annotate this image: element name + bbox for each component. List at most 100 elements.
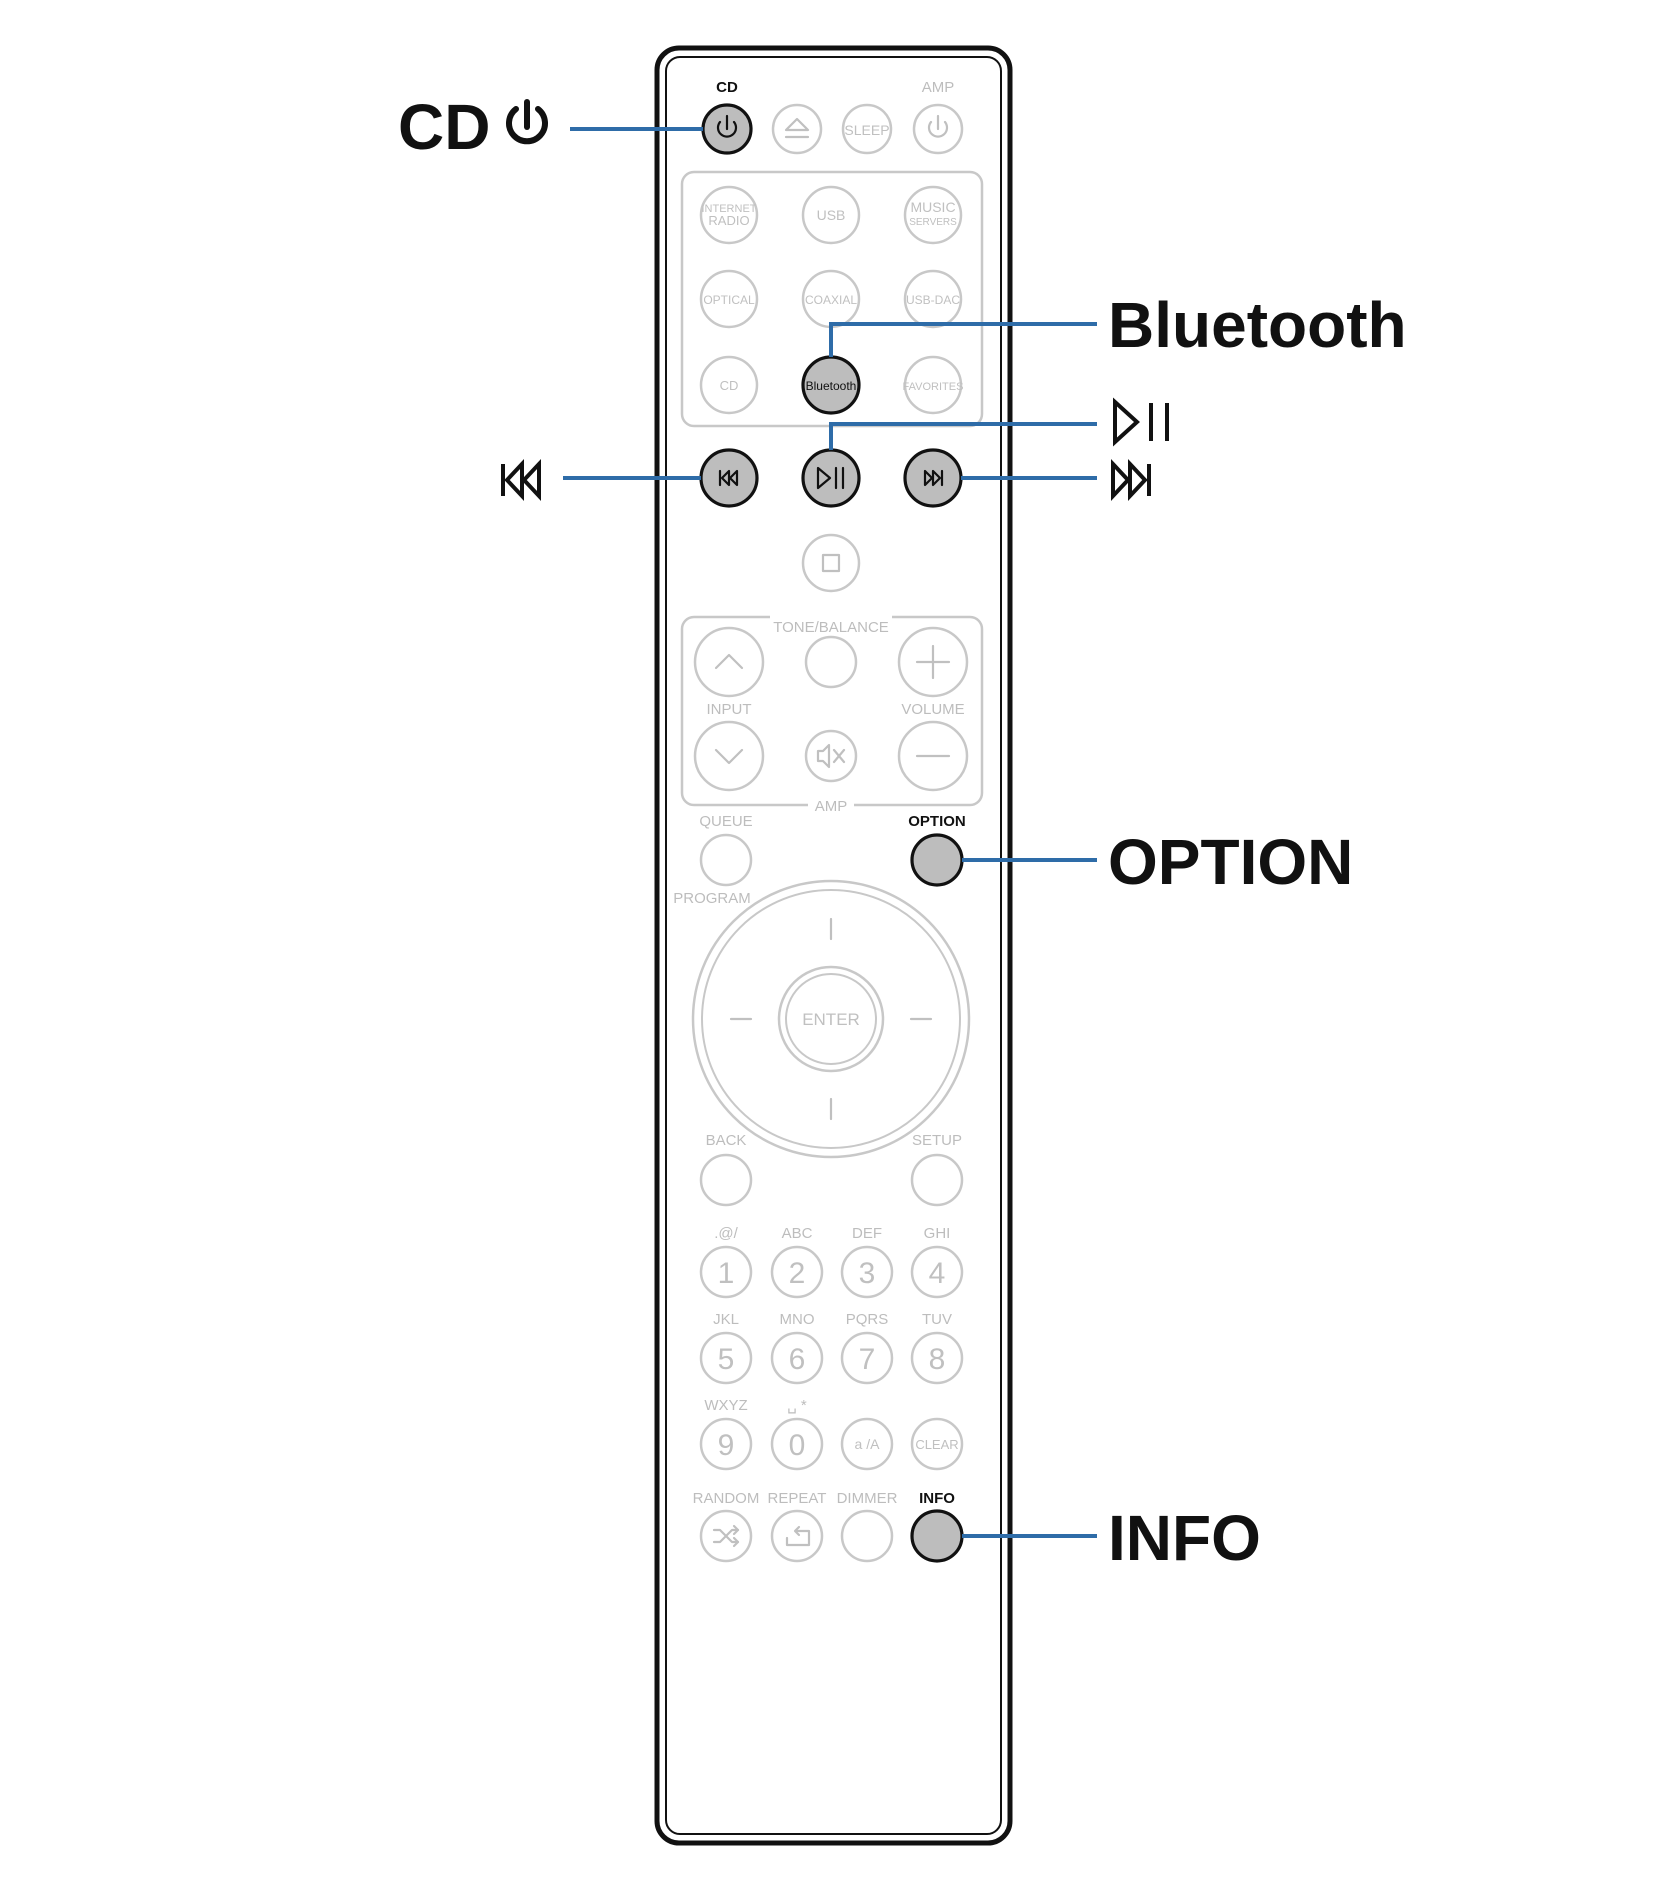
key-7-button[interactable]: 7: [840, 1331, 894, 1385]
info-button[interactable]: [910, 1509, 964, 1563]
volume-up-button[interactable]: [897, 626, 969, 698]
cd-label: CD: [716, 79, 738, 96]
key-5-digit: 5: [718, 1343, 735, 1376]
key-4-button[interactable]: 4: [910, 1245, 964, 1299]
favorites-label: FAVORITES: [903, 381, 964, 393]
random-button[interactable]: [699, 1509, 753, 1563]
cd-power-button[interactable]: [701, 103, 753, 155]
option-button[interactable]: [910, 833, 964, 887]
amp-section-label: AMP: [815, 798, 848, 815]
key-8-button[interactable]: 8: [910, 1331, 964, 1385]
eject-icon: [784, 117, 810, 139]
chevron-up-icon: [714, 653, 744, 670]
usb-label: USB: [817, 207, 846, 223]
stop-button[interactable]: [801, 533, 861, 593]
repeat-icon: [785, 1525, 811, 1547]
key-4-letters: GHI: [924, 1225, 951, 1242]
internet-radio-label-line2: RADIO: [708, 213, 749, 228]
power-icon: [716, 114, 738, 138]
key-5-button[interactable]: 5: [699, 1331, 753, 1385]
key-6-button[interactable]: 6: [770, 1331, 824, 1385]
back-button[interactable]: [699, 1153, 753, 1207]
mute-button[interactable]: [804, 729, 858, 783]
key-1-digit: 1: [718, 1257, 735, 1290]
key-3-button[interactable]: 3: [840, 1245, 894, 1299]
callout-cd-label: CD: [398, 91, 490, 163]
input-down-button[interactable]: [693, 720, 765, 792]
enter-button[interactable]: ENTER: [777, 965, 885, 1073]
callout-line-play-pause: [829, 422, 1097, 450]
callout-skip-forward-icon: [1111, 458, 1151, 502]
case-toggle-button[interactable]: a /A: [840, 1417, 894, 1471]
next-button[interactable]: [903, 448, 963, 508]
play-pause-button[interactable]: [801, 448, 861, 508]
usb-dac-label: USB-DAC: [906, 293, 960, 307]
callout-line-bluetooth: [829, 322, 1097, 357]
key-9-letters: WXYZ: [704, 1397, 747, 1414]
key-2-letters: ABC: [782, 1225, 813, 1242]
mute-icon: [816, 743, 846, 769]
chevron-down-icon: [714, 748, 744, 765]
key-2-button[interactable]: 2: [770, 1245, 824, 1299]
dimmer-label: DIMMER: [837, 1490, 898, 1507]
usb-dac-button[interactable]: USB-DAC: [903, 269, 963, 329]
input-up-button[interactable]: [693, 626, 765, 698]
cd-source-button[interactable]: CD: [699, 355, 759, 415]
music-servers-label-line2: SERVERS: [909, 217, 957, 228]
queue-label: QUEUE: [699, 813, 752, 830]
tone-balance-button[interactable]: [804, 635, 858, 689]
callout-bluetooth-label: Bluetooth: [1108, 289, 1407, 361]
callout-option-label: OPTION: [1108, 826, 1353, 898]
previous-button[interactable]: [699, 448, 759, 508]
usb-button[interactable]: USB: [801, 185, 861, 245]
setup-label: SETUP: [912, 1132, 962, 1149]
optical-label: OPTICAL: [703, 293, 755, 307]
favorites-button[interactable]: FAVORITES: [903, 355, 964, 415]
clear-button[interactable]: CLEAR: [910, 1417, 964, 1471]
key-9-digit: 9: [718, 1429, 735, 1462]
key-1-button[interactable]: 1: [699, 1245, 753, 1299]
bluetooth-button-label: Bluetooth: [806, 379, 857, 393]
stop-icon: [821, 553, 841, 573]
sleep-button[interactable]: SLEEP: [841, 103, 893, 155]
queue-button[interactable]: [699, 833, 753, 887]
key-3-digit: 3: [859, 1257, 876, 1290]
enter-label: ENTER: [802, 1010, 860, 1029]
music-servers-button[interactable]: MUSIC SERVERS: [903, 185, 963, 245]
key-0-button[interactable]: 0: [770, 1417, 824, 1471]
bluetooth-button[interactable]: Bluetooth: [801, 355, 861, 415]
dimmer-button[interactable]: [840, 1509, 894, 1563]
amp-label-bg: [808, 796, 854, 814]
key-3-letters: DEF: [852, 1225, 882, 1242]
internet-radio-button[interactable]: INTERNET RADIO: [699, 185, 759, 245]
optical-button[interactable]: OPTICAL: [699, 269, 759, 329]
skip-forward-icon: [923, 469, 944, 487]
amp-power-button[interactable]: [912, 103, 964, 155]
repeat-button[interactable]: [770, 1509, 824, 1563]
back-label: BACK: [706, 1132, 747, 1149]
sleep-label: SLEEP: [844, 122, 889, 138]
eject-button[interactable]: [771, 103, 823, 155]
key-7-digit: 7: [859, 1343, 876, 1376]
coaxial-button[interactable]: COAXIAL: [801, 269, 861, 329]
info-button-label: INFO: [919, 1490, 955, 1507]
music-servers-label-line1: MUSIC: [910, 199, 955, 215]
key-8-letters: TUV: [922, 1311, 952, 1328]
program-label: PROGRAM: [673, 890, 751, 907]
key-9-button[interactable]: 9: [699, 1417, 753, 1471]
key-5-letters: JKL: [713, 1311, 739, 1328]
callout-skip-back-icon: [501, 458, 541, 502]
key-6-digit: 6: [789, 1343, 806, 1376]
input-label: INPUT: [707, 701, 752, 718]
repeat-label: REPEAT: [768, 1490, 827, 1507]
clear-label: CLEAR: [915, 1437, 958, 1452]
tone-balance-label-bg: [770, 610, 892, 626]
setup-button[interactable]: [910, 1153, 964, 1207]
key-1-letters: .@/: [714, 1225, 738, 1242]
option-button-label: OPTION: [908, 813, 966, 830]
volume-down-button[interactable]: [897, 720, 969, 792]
shuffle-icon: [712, 1524, 740, 1548]
skip-back-icon: [718, 469, 739, 487]
internet-radio-label-line1: INTERNET: [702, 203, 757, 215]
